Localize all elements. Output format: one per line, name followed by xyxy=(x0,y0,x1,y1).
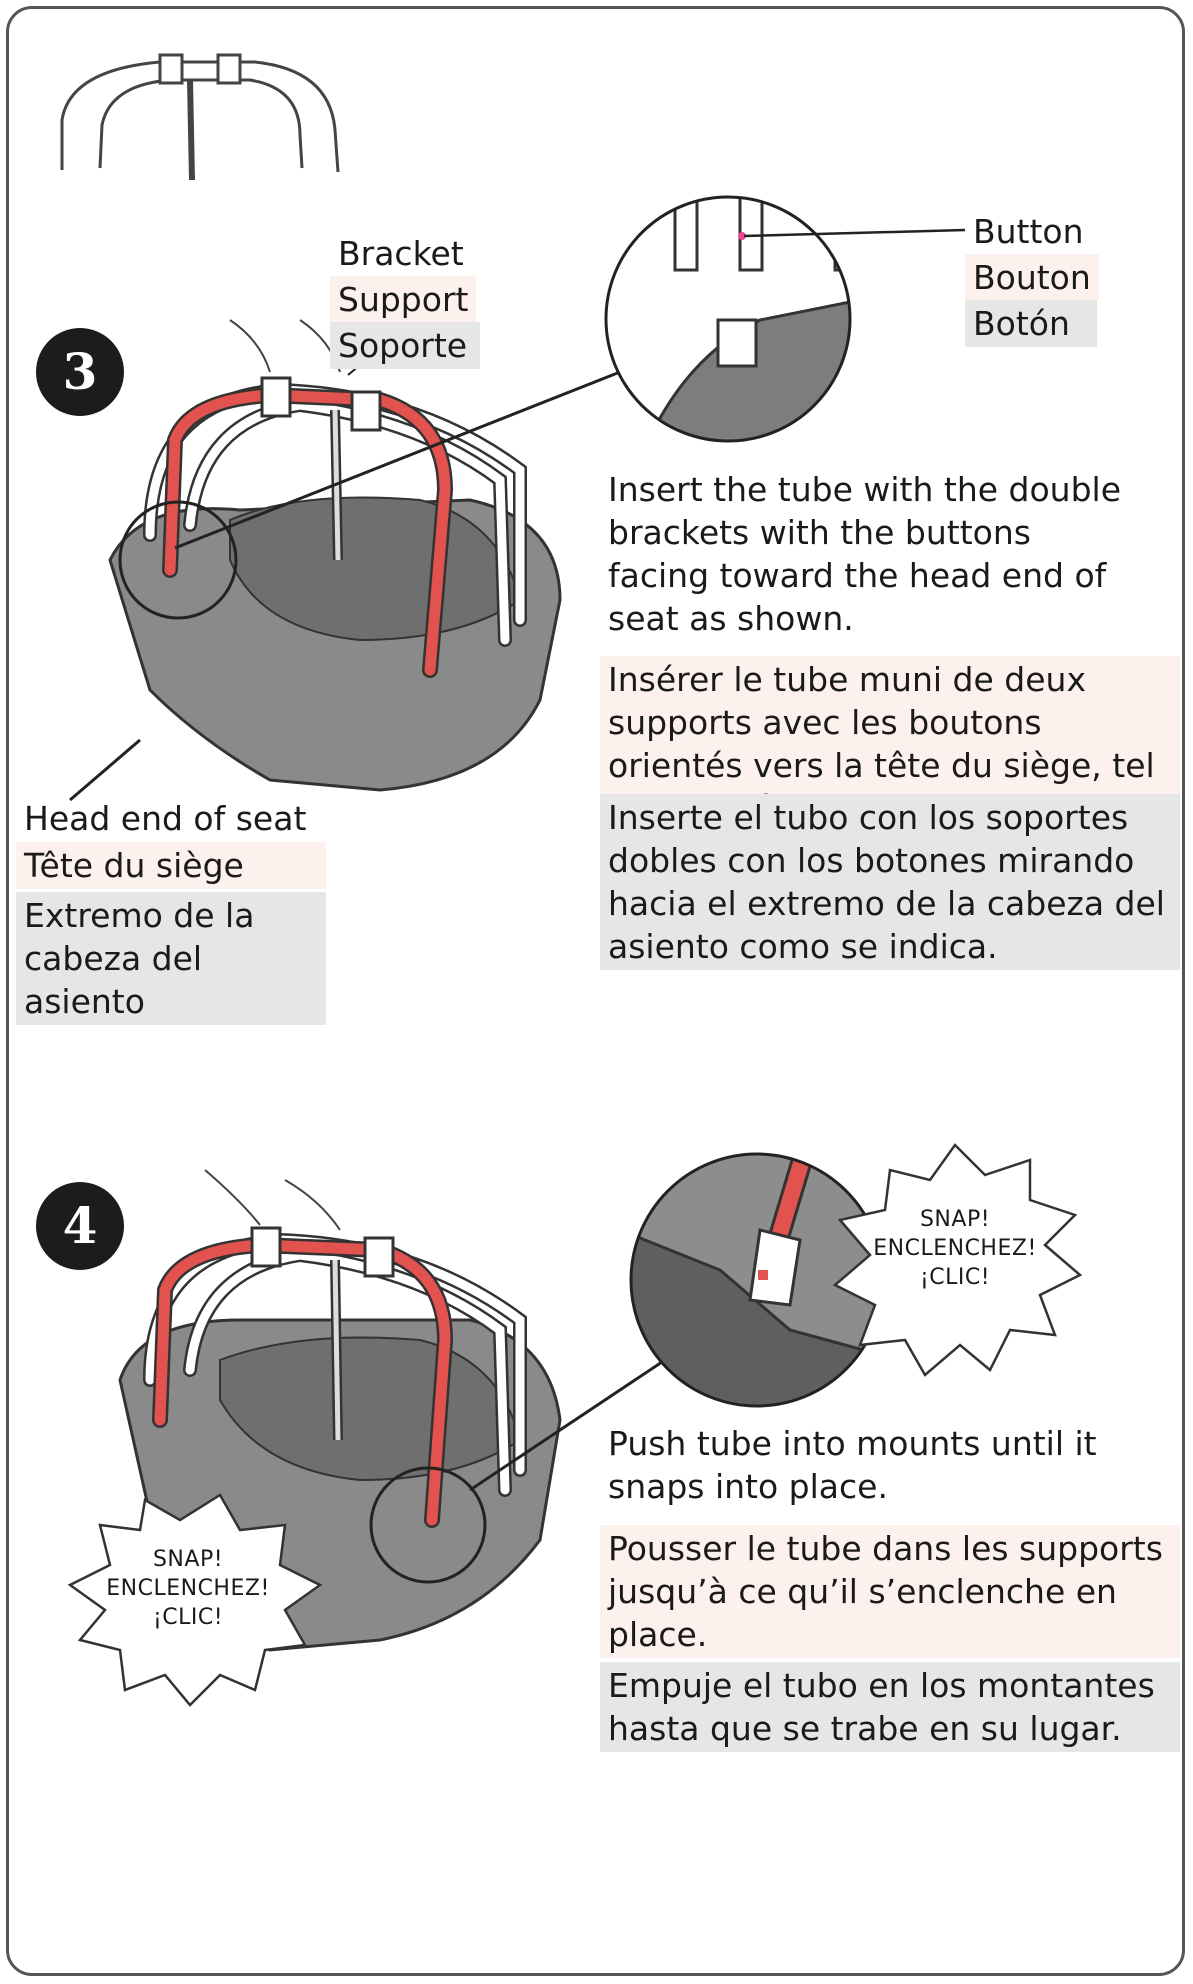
head-end-label-en: Head end of seat xyxy=(24,799,307,838)
step4-instruction-fr: Pousser le tube dans les supports jusqu’… xyxy=(600,1525,1180,1658)
snap-es: ¡CLIC! xyxy=(152,1605,224,1630)
bracket-label-es: Soporte xyxy=(330,322,480,369)
step-3-badge: 3 xyxy=(36,328,124,416)
snap-starburst-bottom xyxy=(67,1493,323,1707)
button-label-fr: Bouton xyxy=(965,254,1099,301)
snap-callout-top: SNAP! ENCLENCHEZ! ¡CLIC! xyxy=(855,1205,1055,1292)
snap-fr: ENCLENCHEZ! xyxy=(106,1576,270,1601)
step3-instruction-es: Inserte el tubo con los soportes dobles … xyxy=(600,794,1180,970)
snap-en: SNAP! xyxy=(152,1547,224,1572)
step3-instruction-en: Insert the tube with the double brackets… xyxy=(608,470,1121,638)
step4-instruction-es: Empuje el tubo en los montantes hasta qu… xyxy=(600,1662,1180,1752)
snap-starburst-top xyxy=(832,1143,1083,1377)
step3-seat-illustration xyxy=(69,319,621,802)
bracket-label-fr: Support xyxy=(330,276,477,323)
bracket-label-en: Bracket xyxy=(338,234,464,273)
snap-es: ¡CLIC! xyxy=(919,1265,991,1290)
step-4-badge: 4 xyxy=(36,1182,124,1270)
head-end-label-es: Extremo de la cabeza del asiento xyxy=(16,892,326,1025)
button-label-en: Button xyxy=(973,212,1084,251)
snap-callout-bottom: SNAP! ENCLENCHEZ! ¡CLIC! xyxy=(88,1545,288,1632)
tube-frame-icon xyxy=(60,53,340,181)
snap-en: SNAP! xyxy=(919,1207,991,1232)
button-label-es: Botón xyxy=(965,300,1097,347)
snap-fr: ENCLENCHEZ! xyxy=(873,1236,1037,1261)
head-end-label-fr: Tête du siège xyxy=(16,842,326,889)
step4-instruction-en: Push tube into mounts until it snaps int… xyxy=(608,1424,1097,1506)
step3-zoom-circle xyxy=(604,195,966,443)
